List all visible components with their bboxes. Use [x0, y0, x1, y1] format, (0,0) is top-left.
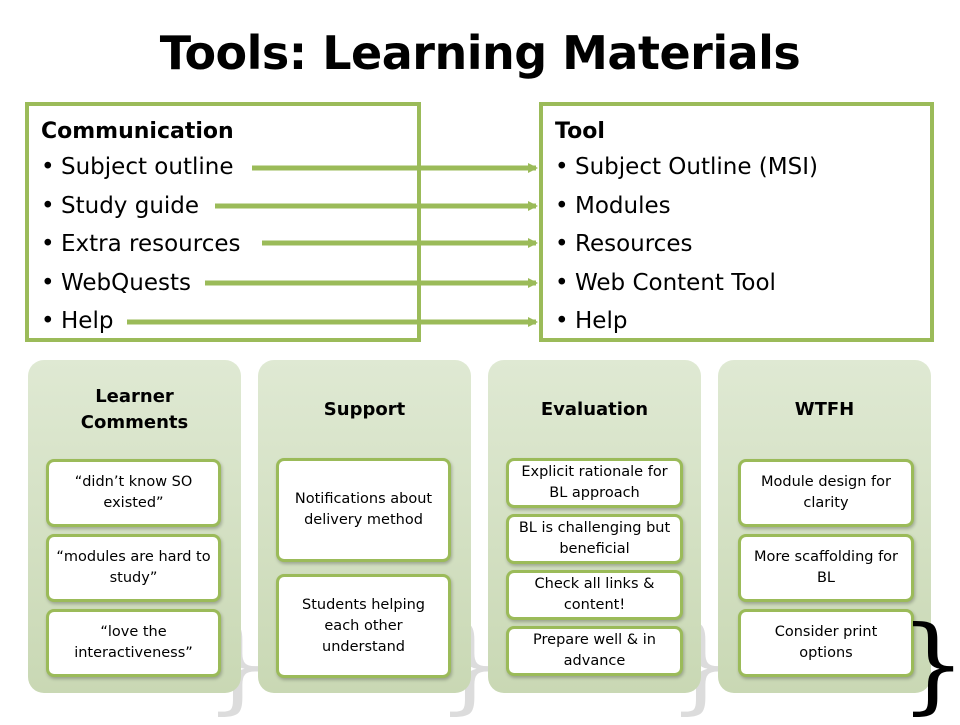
bullet: •	[555, 308, 569, 334]
bullet: •	[555, 231, 569, 257]
list-item: •Subject Outline (MSI)	[555, 148, 918, 187]
slide-title: Tools: Learning Materials	[159, 26, 801, 80]
communication-item: Help	[61, 308, 114, 334]
panel-wtfh: WTFH Module design for clarity More scaf…	[718, 360, 931, 693]
wtfh-card: Module design for clarity	[738, 459, 914, 527]
bullet: •	[41, 308, 55, 334]
panel-evaluation: Evaluation Explicit rationale for BL app…	[488, 360, 701, 693]
communication-item: Subject outline	[61, 154, 234, 180]
bullet: •	[555, 269, 569, 296]
tool-box: Tool •Subject Outline (MSI) •Modules •Re…	[539, 102, 934, 342]
support-card: Students helping each other understand	[276, 574, 451, 678]
tool-list: •Subject Outline (MSI) •Modules •Resourc…	[555, 148, 918, 341]
bullet: •	[41, 154, 55, 180]
list-item: •Subject outline	[41, 148, 405, 187]
learner-comment-card: “modules are hard to study”	[46, 534, 221, 602]
communication-box: Communication •Subject outline •Study gu…	[25, 102, 421, 342]
wtfh-card: Consider print options	[738, 609, 914, 677]
communication-item: WebQuests	[61, 269, 191, 296]
brace-decoration: }	[900, 603, 960, 725]
bullet: •	[41, 231, 55, 257]
panel-support: Support Notifications about delivery met…	[258, 360, 471, 693]
bullet: •	[555, 154, 569, 180]
list-item: •Help	[41, 302, 405, 341]
list-item: •Modules	[555, 187, 918, 226]
evaluation-card: Explicit rationale for BL approach	[506, 458, 683, 508]
list-item: •Study guide	[41, 187, 405, 226]
panel-heading: Learner Comments	[80, 386, 189, 433]
learner-comment-card: “love the interactiveness”	[46, 609, 221, 677]
list-item: •Extra resources	[41, 225, 405, 264]
wtfh-card: More scaffolding for BL	[738, 534, 914, 602]
panel-learner-comments: Learner Comments “didn’t know SO existed…	[28, 360, 241, 693]
tool-item: Web Content Tool	[575, 269, 776, 296]
list-item: •Web Content Tool	[555, 264, 918, 303]
support-card: Notifications about delivery method	[276, 458, 451, 562]
list-item: •WebQuests	[41, 264, 405, 303]
bullet: •	[41, 269, 55, 296]
evaluation-card: BL is challenging but beneficial	[506, 514, 683, 564]
list-item: •Help	[555, 302, 918, 341]
panel-heading: Support	[323, 399, 406, 420]
panel-heading: Evaluation	[540, 399, 649, 420]
communication-item: Extra resources	[61, 231, 241, 257]
communication-list: •Subject outline •Study guide •Extra res…	[41, 148, 405, 341]
communication-item: Study guide	[61, 192, 200, 219]
learner-comment-card: “didn’t know SO existed”	[46, 459, 221, 527]
communication-heading: Communication	[41, 119, 234, 144]
evaluation-card: Prepare well & in advance	[506, 626, 683, 676]
tool-item: Resources	[575, 231, 693, 257]
tool-item: Help	[575, 308, 628, 334]
bullet: •	[555, 192, 569, 219]
bullet: •	[41, 192, 55, 219]
evaluation-card: Check all links & content!	[506, 570, 683, 620]
tool-item: Modules	[575, 192, 671, 219]
list-item: •Resources	[555, 225, 918, 264]
tool-heading: Tool	[555, 119, 605, 144]
panel-heading: WTFH	[794, 399, 855, 420]
tool-item: Subject Outline (MSI)	[575, 154, 818, 180]
